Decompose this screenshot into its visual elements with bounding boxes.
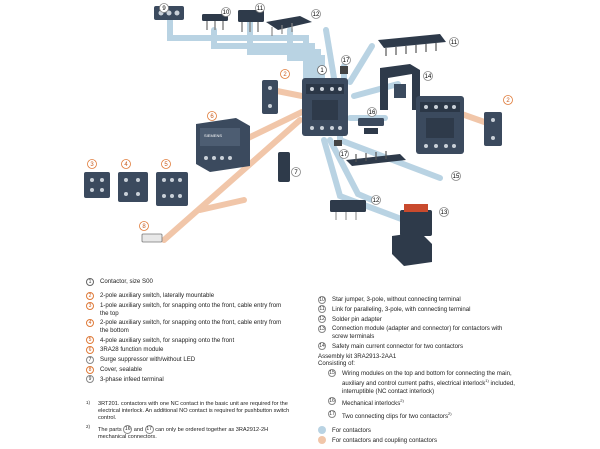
- aux-switch-1pole: [84, 172, 110, 198]
- function-module: SIEMENS: [196, 118, 250, 172]
- callout-11a: 11: [255, 3, 265, 13]
- callout-1: 1: [317, 65, 327, 75]
- callout-2a: 2: [280, 69, 290, 79]
- callout-9: 9: [159, 3, 169, 13]
- lateral-aux-switch-right: [484, 112, 502, 146]
- key-contactors: For contactors: [318, 426, 518, 435]
- key-coupling-contactors: For contactors and coupling contactors: [318, 436, 518, 445]
- callout-10: 10: [221, 7, 231, 17]
- callout-4: 4: [121, 159, 131, 169]
- safety-connector-bottom: [392, 232, 432, 266]
- svg-text:2: 2: [506, 98, 510, 104]
- callout-15: 15: [451, 171, 461, 181]
- legend-item-15: 15 Wiring modules on the top and bottom …: [328, 369, 515, 395]
- svg-text:17: 17: [341, 152, 348, 158]
- blue-swatch: [318, 426, 326, 435]
- callout-13: 13: [439, 207, 449, 217]
- star-jumper: [202, 14, 228, 30]
- contactor-main: [302, 78, 348, 136]
- sealable-cover: [141, 233, 163, 243]
- safety-main-connector: [380, 64, 420, 110]
- svg-text:13: 13: [441, 210, 448, 216]
- svg-text:7: 7: [294, 170, 298, 176]
- callouts: 1 2 2 3 4 5 6 7 8 9 10 11 11 12 12 13 14…: [87, 3, 513, 231]
- svg-text:10: 10: [223, 10, 230, 16]
- svg-text:11: 11: [257, 6, 264, 12]
- contactor-second: [416, 96, 464, 154]
- connecting-clip-top: [340, 66, 348, 74]
- svg-text:2: 2: [283, 72, 287, 78]
- callout-3: 3: [87, 159, 97, 169]
- svg-text:12: 12: [313, 12, 320, 18]
- callout-8: 8: [139, 221, 149, 231]
- callout-17b: 17: [339, 149, 349, 159]
- paralleling-link: [238, 10, 264, 32]
- connection-module-connector: [400, 204, 432, 236]
- assembly-kit-title: Assembly kit 3RA2913-2AA1: [318, 353, 397, 360]
- surge-suppressor: [278, 152, 290, 182]
- callout-11b: 11: [449, 37, 459, 47]
- svg-text:3: 3: [90, 162, 94, 168]
- callout-12a: 12: [311, 9, 321, 19]
- wiring-module-bottom: [346, 151, 406, 166]
- connecting-clip-bottom: [334, 140, 342, 146]
- svg-text:12: 12: [373, 198, 380, 204]
- svg-text:14: 14: [425, 74, 432, 80]
- siemens-label: SIEMENS: [204, 133, 222, 138]
- infeed-terminal: [154, 6, 184, 20]
- connection-module-adapter: [330, 200, 366, 220]
- svg-text:6: 6: [210, 114, 214, 120]
- footnote-1: 1) 3RT201. contactors with one NC contac…: [86, 400, 290, 421]
- mechanical-interlock: [358, 118, 384, 134]
- aux-switch-2pole: [118, 172, 148, 202]
- orange-swatch: [318, 436, 326, 445]
- footnotes: 1) 3RT201. contactors with one NC contac…: [86, 400, 292, 441]
- svg-text:15: 15: [453, 174, 460, 180]
- solder-pin-adapter: [266, 16, 312, 36]
- wiring-module-top: [378, 34, 446, 56]
- callout-5: 5: [161, 159, 171, 169]
- svg-text:1: 1: [320, 68, 324, 74]
- callout-2b: 2: [503, 95, 513, 105]
- callout-6: 6: [207, 111, 217, 121]
- callout-7: 7: [291, 167, 301, 177]
- lateral-aux-switch-left: [262, 80, 278, 114]
- assembly-kit-consisting: Consisting of:: [318, 360, 355, 368]
- svg-text:8: 8: [142, 224, 146, 230]
- footnote-2: 2) The parts 16 and 17 can only be order…: [86, 424, 269, 441]
- svg-text:11: 11: [451, 40, 458, 46]
- svg-text:5: 5: [164, 162, 168, 168]
- aux-switch-4pole: [156, 172, 188, 206]
- svg-text:17: 17: [343, 58, 350, 64]
- svg-text:4: 4: [124, 162, 128, 168]
- accessory-diagram: SIEMENS: [84, 3, 513, 266]
- coupling-links: [161, 87, 493, 243]
- svg-text:16: 16: [369, 110, 376, 116]
- callout-16: 16: [367, 107, 377, 117]
- callout-17a: 17: [341, 55, 351, 65]
- callout-14: 14: [423, 71, 433, 81]
- callout-12b: 12: [371, 195, 381, 205]
- svg-text:9: 9: [162, 6, 166, 12]
